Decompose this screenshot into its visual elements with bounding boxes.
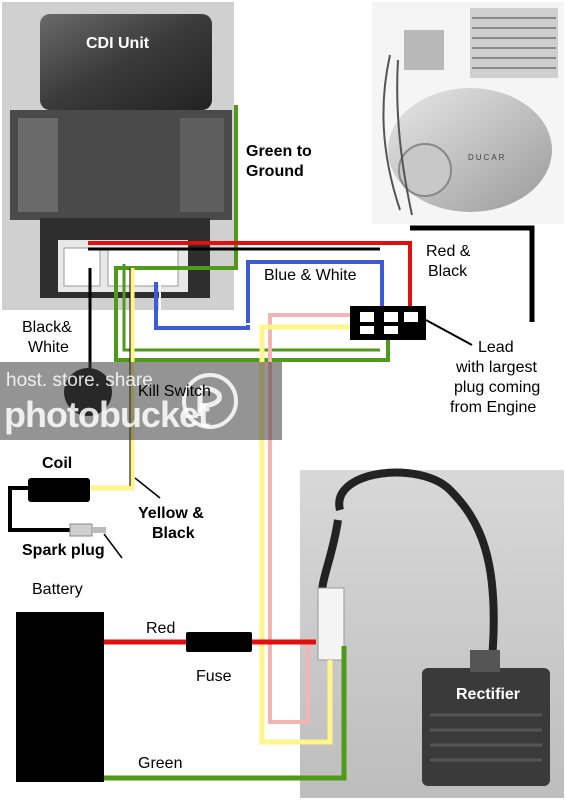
lead-label-1: Lead [478, 339, 514, 356]
green-label: Green [138, 755, 183, 772]
blue-white-label: Blue & White [264, 267, 357, 284]
wires [8, 105, 535, 781]
yellow-black-label-1: Yellow & [138, 505, 204, 522]
lead-label-2: with largest [456, 359, 537, 376]
rectifier-label: Rectifier [456, 686, 521, 703]
lead-label-4: from Engine [450, 399, 537, 416]
black-white-label-1: Black& [22, 319, 72, 336]
fuse [186, 632, 252, 652]
ground-label: Ground [246, 163, 304, 180]
engine-photo: DUCAR [372, 2, 564, 224]
connector-block [350, 306, 426, 340]
red-label: Red [146, 620, 176, 637]
wire-green-kill [122, 264, 380, 352]
wire-green-ground [114, 105, 390, 362]
wire-red-black-top [88, 241, 412, 310]
yellow-black-label-2: Black [152, 525, 195, 542]
watermark-line2: photobucket [4, 394, 210, 435]
wire-engine-lead [410, 225, 535, 322]
lead-label-3: plug coming [454, 379, 541, 396]
wire-green-battery [104, 646, 347, 781]
coil [28, 478, 90, 502]
wire-coil-spark [8, 486, 88, 532]
green-to-label: Green to [246, 143, 312, 160]
wire-yellow-black [88, 268, 135, 491]
rectifier-photo [300, 468, 564, 798]
coil-label: Coil [42, 455, 73, 472]
kill-switch-label: Kill Switch [138, 383, 211, 400]
wire-blue-white-inner [159, 265, 379, 325]
spark-plug-label: Spark plug [22, 542, 105, 559]
battery-label: Battery [32, 581, 83, 598]
battery [16, 612, 104, 782]
watermark-logo-icon [182, 373, 238, 429]
wire-lead-pointer [425, 319, 473, 346]
cdi-unit-photo [2, 2, 234, 310]
red-black-label-1: Red & [426, 243, 471, 260]
engine-brand: DUCAR [468, 153, 506, 162]
spark-plug [69, 523, 106, 537]
cdi-unit-label: CDI Unit [86, 35, 150, 52]
watermark-line1: host. store. share [6, 370, 153, 391]
wire-yellow [259, 324, 350, 745]
wire-yellowblack-pointer [134, 477, 161, 499]
wire-spark-pointer [103, 533, 123, 559]
black-white-label-2: White [28, 339, 69, 356]
red-black-label-2: Black [428, 263, 468, 280]
fuse-label: Fuse [196, 668, 232, 685]
wire-pink [268, 313, 350, 724]
wire-blue-white [154, 260, 384, 330]
